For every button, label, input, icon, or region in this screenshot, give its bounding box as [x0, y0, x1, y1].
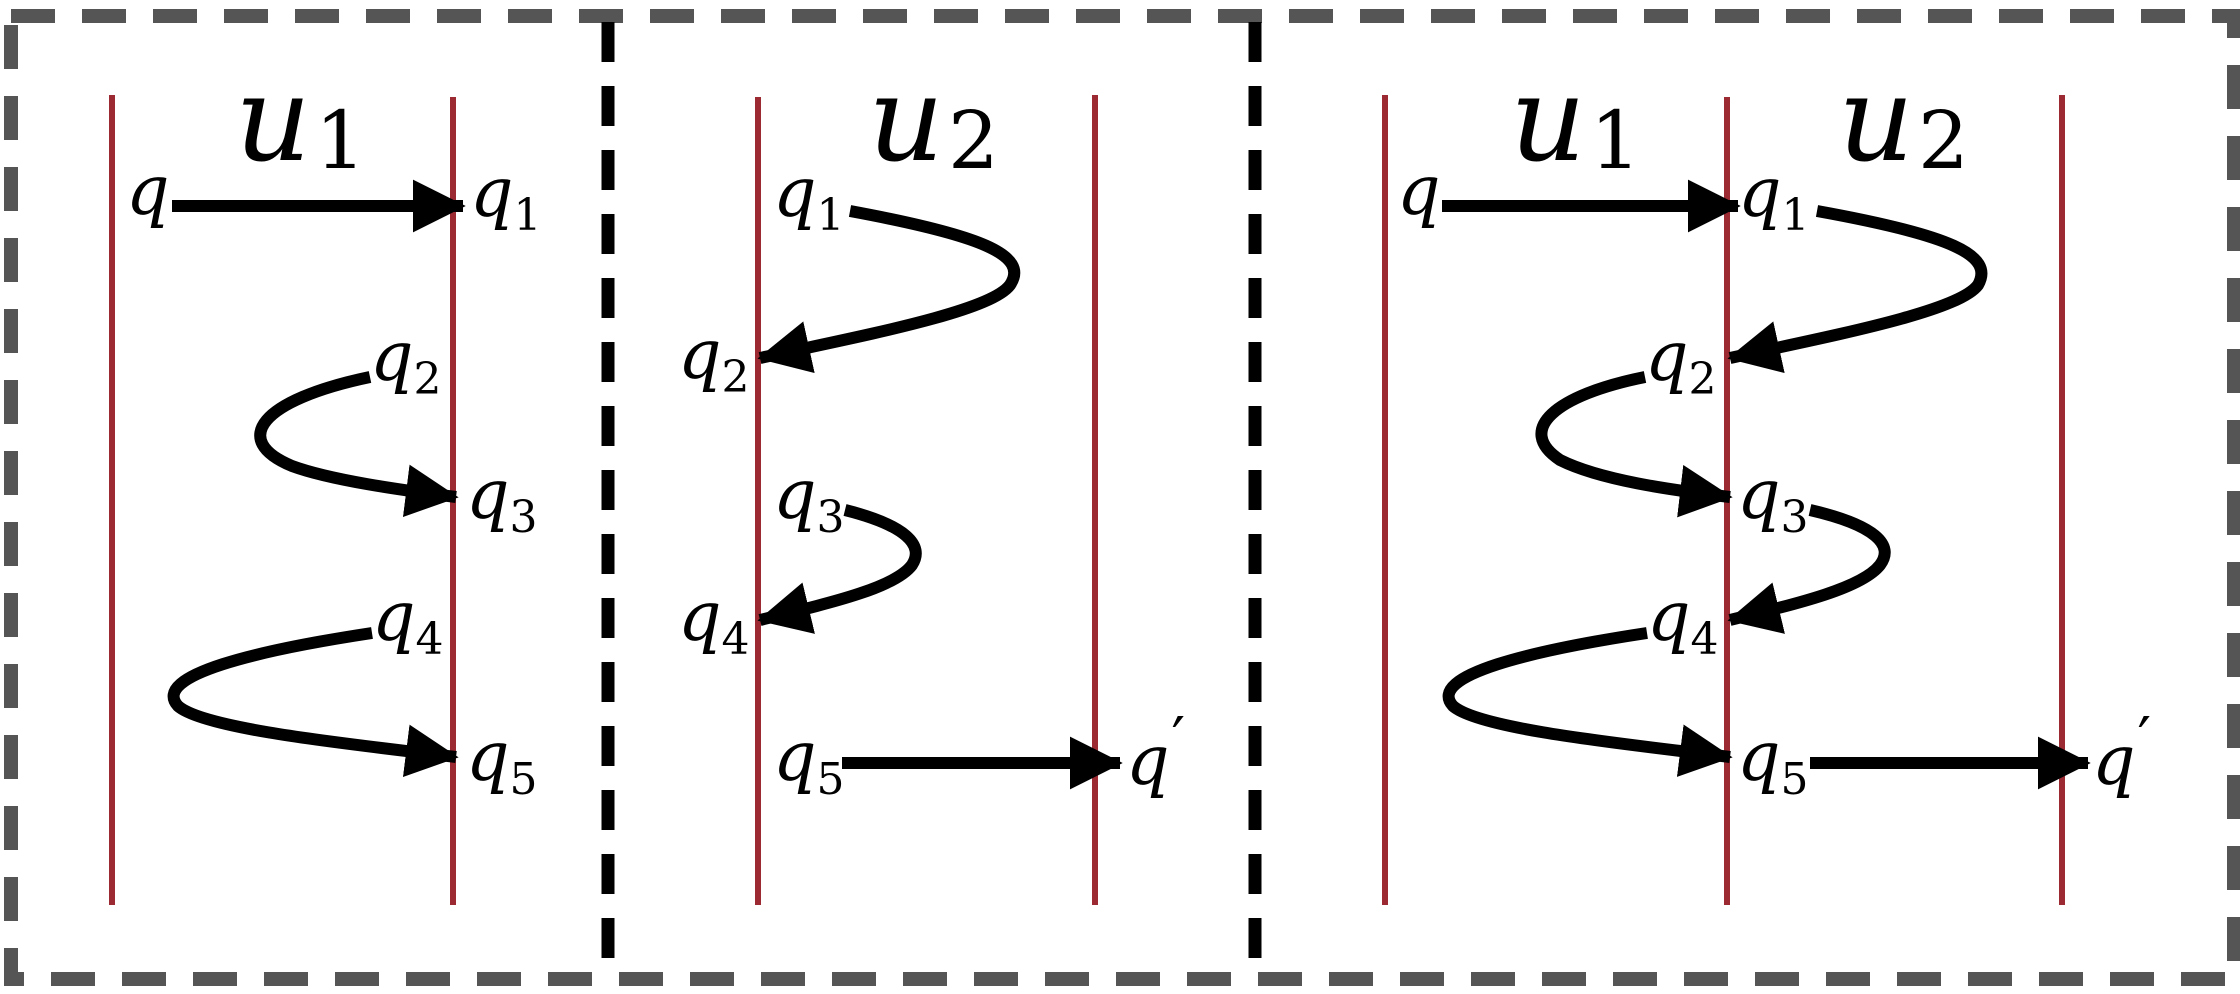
state-label-q1: q1	[470, 154, 542, 241]
arrow-q3-to-q4	[1727, 504, 1891, 634]
state-label-q: q	[126, 152, 170, 231]
outer-dashed-border	[4, 9, 2240, 986]
state-label-q2: q2	[370, 318, 442, 405]
state-label-q4: q4	[1647, 578, 1719, 665]
panel-1: u1 q q1 q2 q3 q4 q5	[109, 50, 542, 905]
state-label-q5: q5	[773, 718, 845, 805]
segment-label: u1	[235, 50, 366, 188]
arrow-q1-to-q2	[1727, 205, 1988, 374]
state-label-q4: q4	[678, 578, 750, 665]
segment-label-2: u2	[1838, 50, 1969, 188]
state-label-q3: q3	[773, 456, 845, 543]
state-label-q1: q1	[1738, 154, 1810, 241]
state-label-q5: q5	[1737, 718, 1809, 805]
segment-label-1: u1	[1510, 50, 1641, 188]
state-label-q-prime: q′	[2092, 705, 2151, 801]
arrow-q1-to-q2	[757, 205, 1021, 374]
state-label-q1: q1	[773, 154, 845, 241]
panel-3: u1 u2 q q1 q2 q3 q4 q5 q′	[1382, 50, 2151, 905]
segment-label: u2	[868, 50, 999, 188]
state-label-q4: q4	[372, 578, 444, 665]
state-label-q2: q2	[1645, 318, 1717, 405]
state-label-q2: q2	[678, 316, 750, 403]
panel-2: u2 q1 q2 q3 q4 q5 q′	[678, 50, 1185, 905]
arrow-q2-to-q3	[254, 371, 459, 517]
state-label-q: q	[1397, 152, 1441, 231]
state-label-q3: q3	[466, 456, 538, 543]
arrow-q4-to-q5	[1442, 627, 1733, 777]
state-label-q3: q3	[1737, 456, 1809, 543]
arrow-q2-to-q3	[1535, 371, 1733, 518]
state-label-q5: q5	[466, 718, 538, 805]
state-label-q-prime: q′	[1126, 705, 1185, 801]
arrow-q4-to-q5	[167, 627, 459, 777]
arrow-q3-to-q4	[757, 504, 922, 634]
